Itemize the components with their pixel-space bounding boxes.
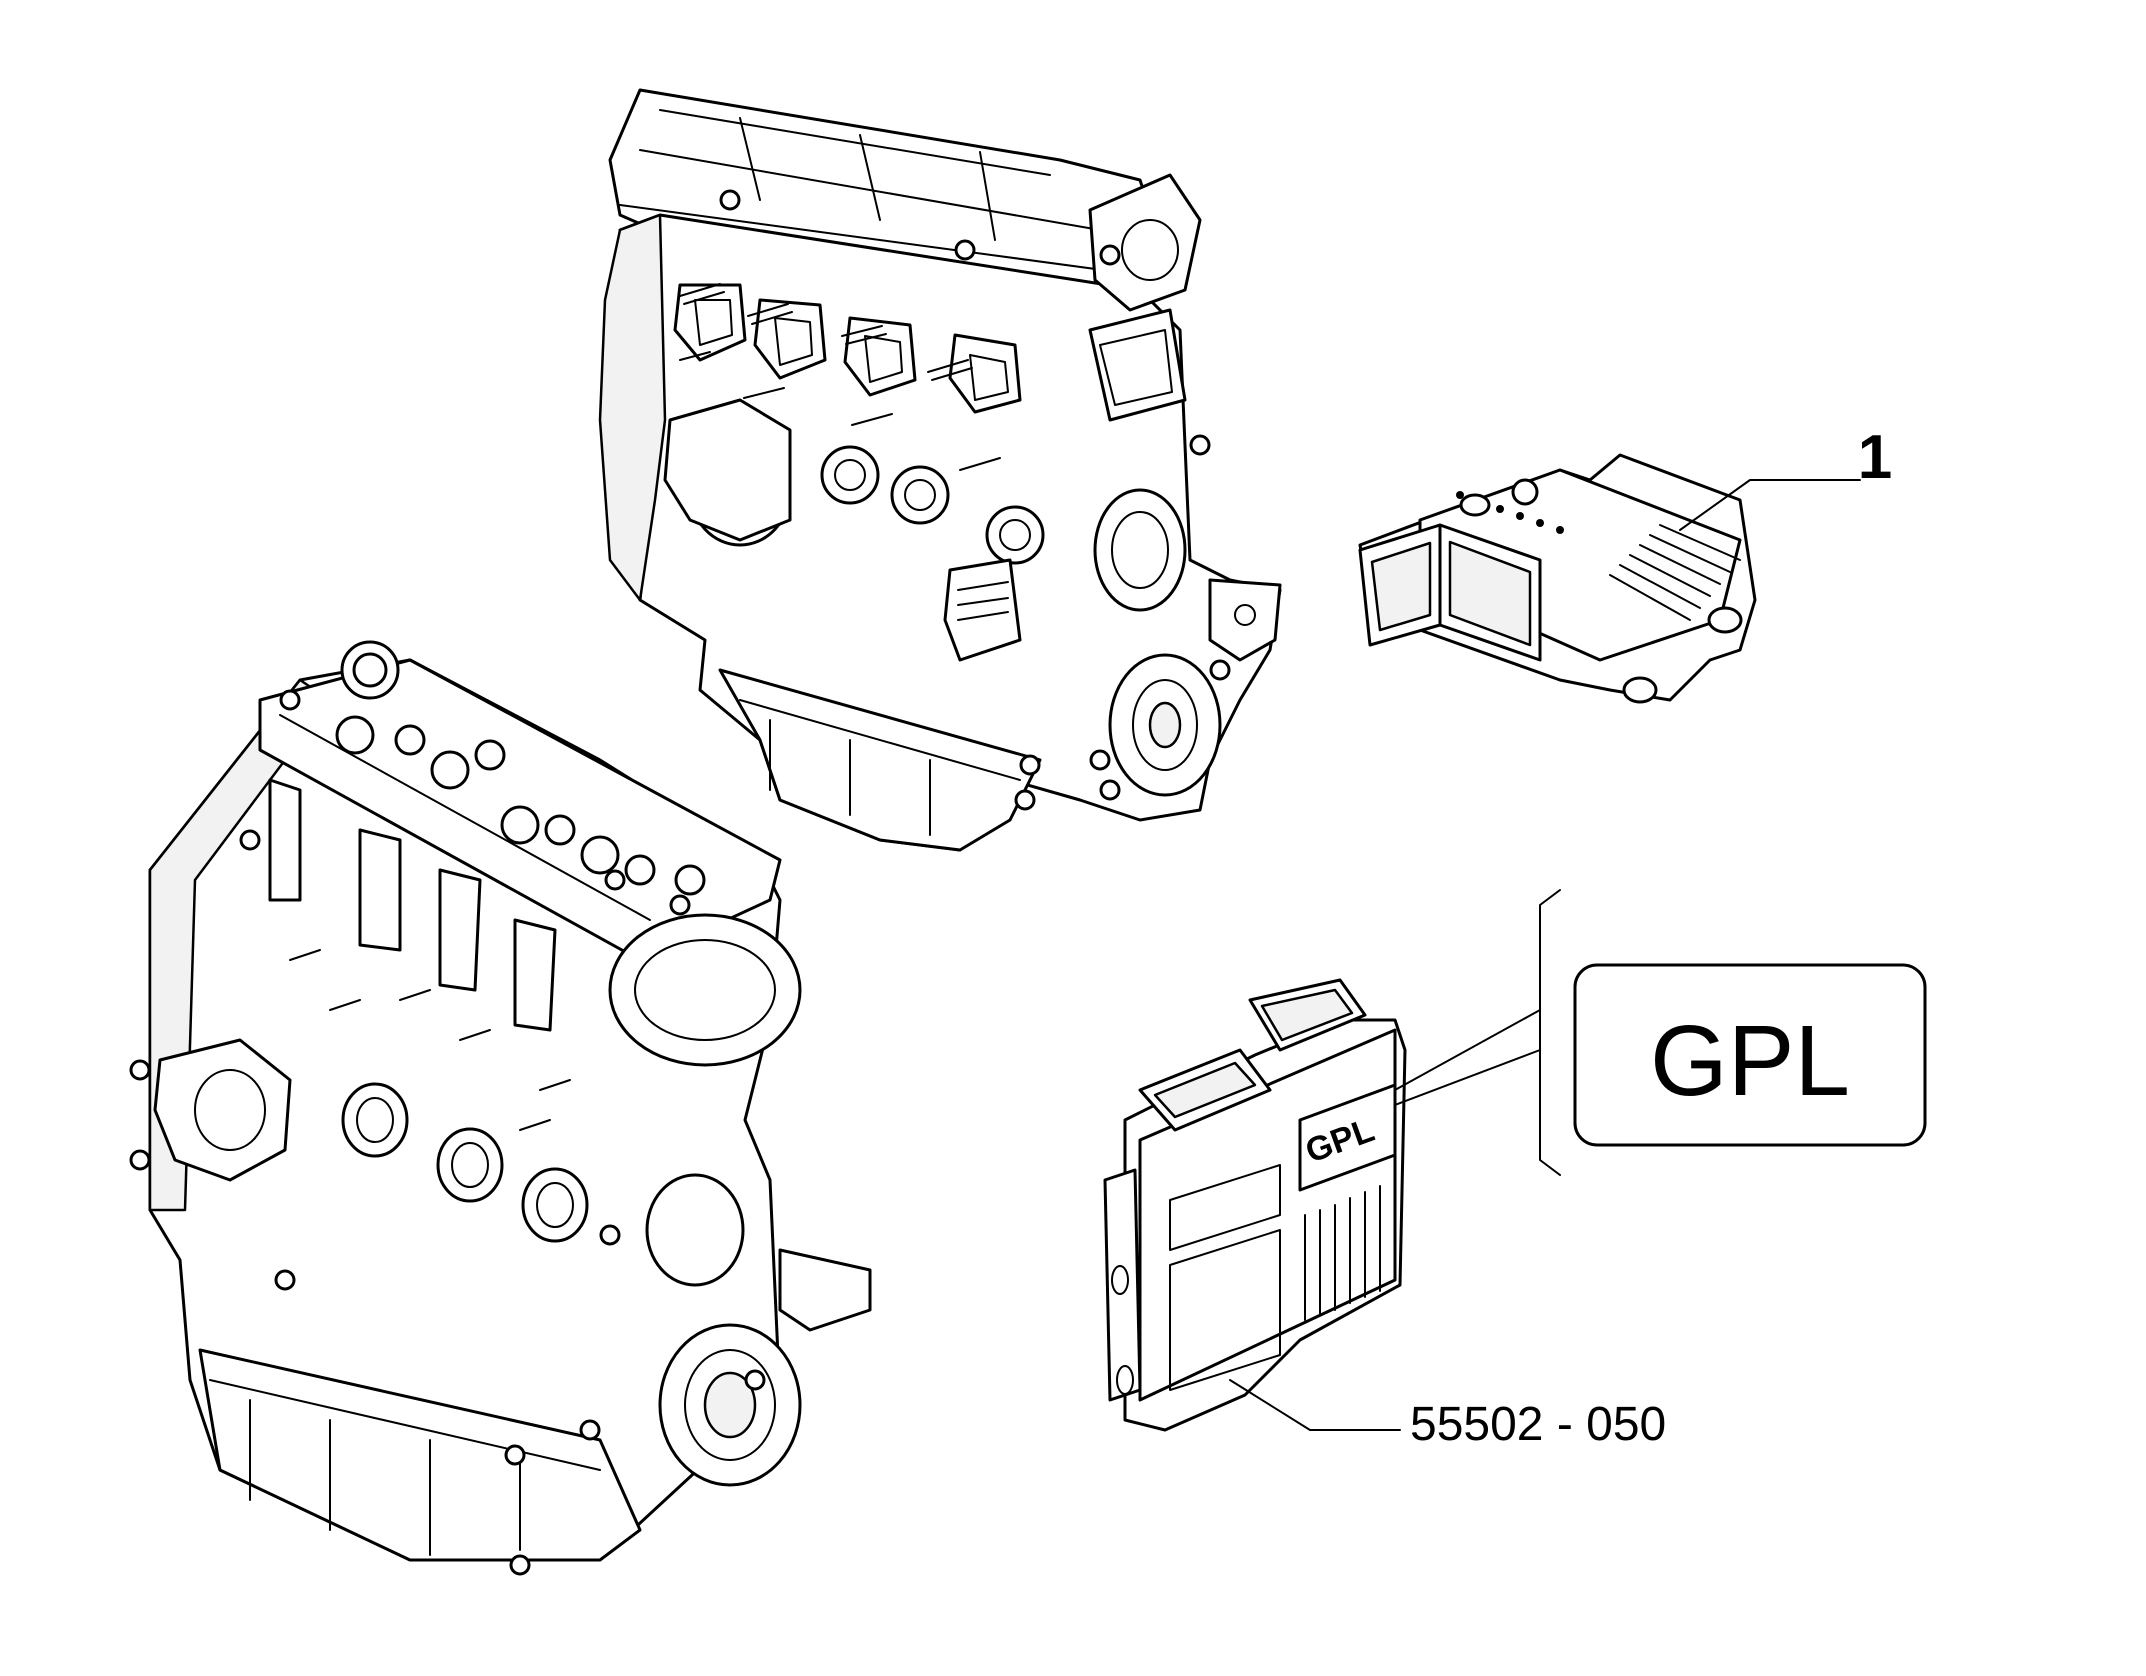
part-number-leader-line [1229,1379,1401,1431]
part-number-label: 55502 - 050 [1410,1398,1666,1451]
engine-block-lower [129,640,872,1576]
gpl-ecu-module: GPL [1103,978,1407,1432]
callout-item-1: 1 [1858,423,1892,492]
item-1-leader-line [1679,479,1861,531]
variant-box [1573,963,1927,1147]
gpl-variant-callout: GPL [1394,889,1927,1176]
variant-bracket [1539,889,1561,1176]
variant-box-label: GPL [1650,1005,1850,1117]
ecu-module [1358,453,1757,704]
engine-block-upper [598,88,1282,852]
